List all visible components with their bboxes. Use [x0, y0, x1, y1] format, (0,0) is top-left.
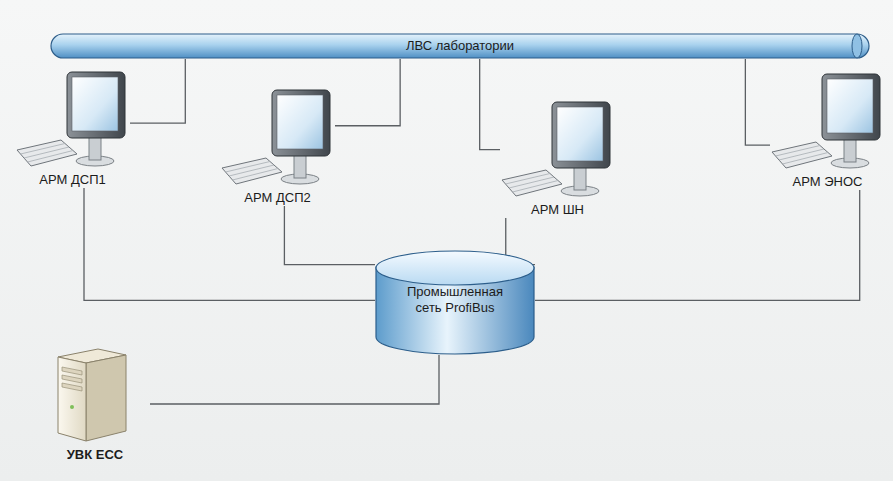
- keyboard: [17, 140, 77, 166]
- monitor-body: [272, 90, 330, 156]
- monitor-screen: [72, 77, 118, 131]
- keyboard-key-row: [226, 162, 271, 173]
- keyboard-key-row: [24, 147, 69, 158]
- keyboard: [772, 142, 832, 168]
- keyboard: [222, 158, 282, 184]
- node-label: АРМ ДСП1: [15, 172, 130, 188]
- workstation: АРМ ДСП2: [220, 88, 335, 206]
- keyboard-key-row: [783, 153, 829, 165]
- server-icon: [40, 345, 150, 445]
- profibus-network: Промышленная сеть ProfiBus: [375, 250, 535, 355]
- monitor-body: [552, 102, 610, 168]
- workstation: АРМ ЭНОС: [770, 72, 885, 190]
- monitor-neck: [294, 154, 306, 178]
- keyboard-key-row: [21, 144, 66, 155]
- monitor-body: [822, 74, 880, 140]
- server-side: [86, 355, 126, 441]
- monitor-screen: [557, 107, 603, 161]
- network-link: [130, 59, 185, 123]
- node-label: АРМ ШН: [500, 202, 615, 218]
- monitor-neck: [89, 136, 101, 160]
- control-server: УВК ЕСС: [40, 345, 150, 463]
- monitor-screen: [277, 95, 323, 149]
- keyboard-key-row: [776, 146, 821, 157]
- keyboard-key-row: [513, 181, 559, 193]
- drive-bay: [62, 375, 82, 383]
- node-label: ЛВС лаборатории: [50, 33, 870, 59]
- keyboard-key-row: [229, 165, 274, 176]
- computer-icon: [770, 72, 885, 172]
- power-led: [70, 405, 74, 409]
- computer-icon: [15, 70, 130, 170]
- keyboard-key-row: [233, 169, 279, 181]
- computer-icon: [220, 88, 335, 188]
- pipe-body: [51, 34, 869, 58]
- cylinder-top: [376, 251, 534, 285]
- network-link: [84, 188, 375, 300]
- node-label: АРМ ЭНОС: [770, 174, 885, 190]
- monitor-screen: [827, 79, 873, 133]
- server-front: [58, 357, 86, 441]
- monitor-neck: [574, 166, 586, 190]
- network-link: [150, 355, 439, 404]
- drive-bay: [62, 367, 82, 375]
- network-link: [480, 59, 500, 150]
- keyboard: [502, 170, 562, 196]
- node-label: Промышленная сеть ProfiBus: [399, 284, 511, 316]
- keyboard-key-row: [506, 174, 551, 185]
- network-link: [284, 206, 375, 265]
- keyboard-key-row: [28, 151, 74, 163]
- lan-bus: ЛВС лаборатории: [50, 33, 870, 59]
- node-label: УВК ЕСС: [40, 447, 150, 463]
- keyboard-key-row: [509, 177, 554, 188]
- network-link: [745, 59, 770, 145]
- pipe-end: [852, 34, 862, 58]
- computer-icon: [500, 100, 615, 200]
- node-label: АРМ ДСП2: [220, 190, 335, 206]
- keyboard-key-row: [779, 149, 824, 160]
- monitor-neck: [844, 138, 856, 162]
- drive-bay: [62, 383, 82, 391]
- network-link: [335, 59, 400, 126]
- workstation: АРМ ШН: [500, 100, 615, 218]
- workstation: АРМ ДСП1: [15, 70, 130, 188]
- monitor-body: [67, 72, 125, 138]
